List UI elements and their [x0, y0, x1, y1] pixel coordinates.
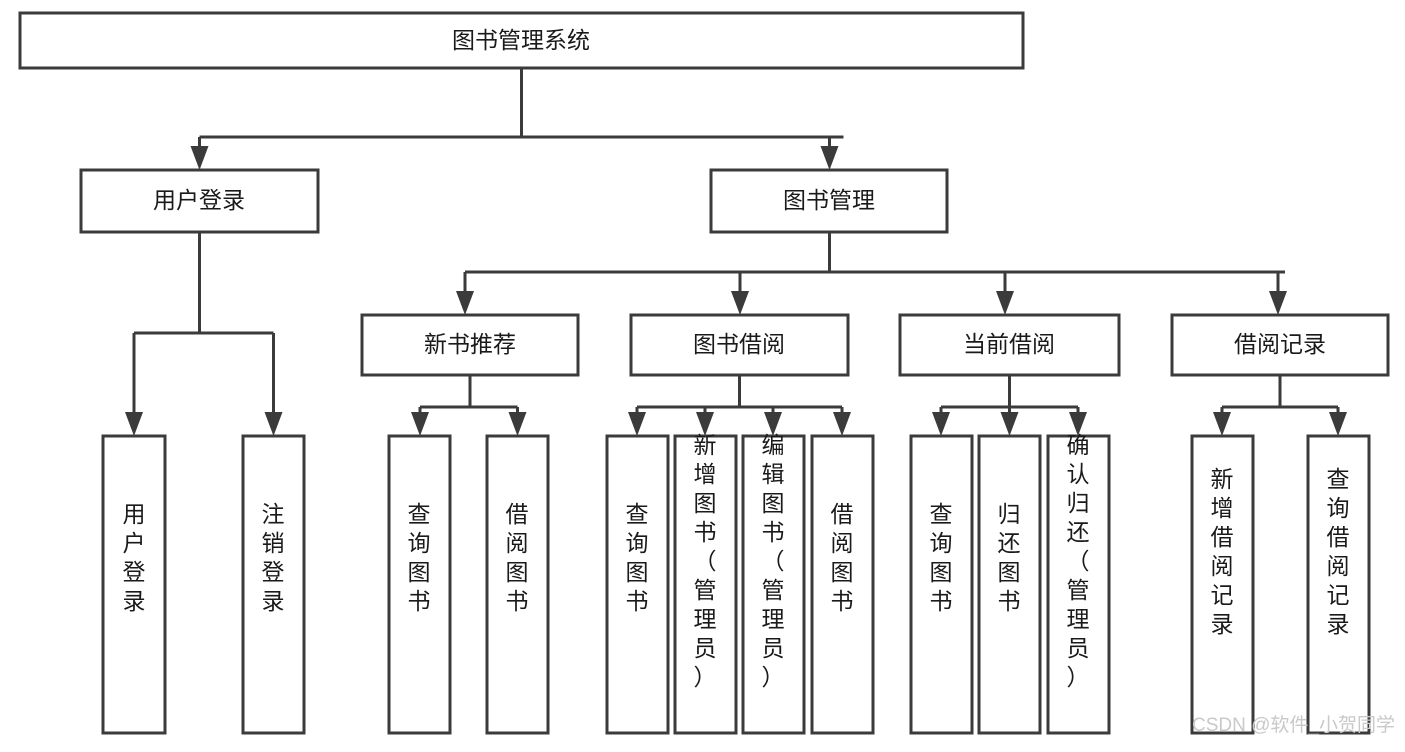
node-leaf12[interactable]: 新增借阅记录: [1190, 434, 1255, 735]
node-label-root: 图书管理系统: [452, 27, 590, 53]
arrow-icon-borrow-leaf-4: [833, 412, 851, 436]
arrow-icon-current-leaf-2: [1000, 412, 1019, 436]
node-label-leaf13: 查询借阅记录: [1327, 466, 1350, 637]
node-label-leaf12: 新增借阅记录: [1211, 466, 1234, 637]
node-label-newbook: 新书推荐: [424, 331, 516, 357]
arrow-icon-bookmgmt-to-current: [996, 291, 1014, 315]
node-label-leaf7: 编辑图书（管理员）: [762, 432, 785, 690]
node-leaf3[interactable]: 查询图书: [387, 434, 452, 735]
node-leaf8[interactable]: 借阅图书: [810, 434, 875, 735]
leaf-node-layer: 用户登录 注销登录 查询图书 借阅图书 查询图书 新增图书（管理员）: [101, 432, 1371, 735]
node-box-leaf7[interactable]: [741, 434, 806, 735]
node-box-newbook[interactable]: [360, 313, 580, 377]
node-newbook[interactable]: 新书推荐: [360, 313, 580, 377]
arrow-icon-newbook-leaf-1: [411, 412, 429, 436]
arrow-icon-root-to-login: [190, 146, 209, 170]
node-label-current: 当前借阅: [963, 331, 1055, 357]
node-label-leaf11: 确认归还（管理员）: [1067, 432, 1090, 690]
arrow-icon-records-leaf-1: [1213, 412, 1231, 436]
node-borrow[interactable]: 图书借阅: [629, 313, 850, 377]
arrow-icon-login-leaf-1: [125, 412, 143, 436]
node-label-records: 借阅记录: [1234, 331, 1326, 357]
arrow-icon-current-leaf-1: [932, 412, 950, 436]
node-label-leaf4: 借阅图书: [506, 501, 529, 614]
connector-layer: [125, 68, 1347, 436]
node-leaf5[interactable]: 查询图书: [605, 434, 670, 735]
node-label-bookmgmt: 图书管理: [783, 187, 875, 213]
node-box-leaf11[interactable]: [1046, 434, 1111, 735]
node-box-leaf10[interactable]: [977, 434, 1042, 735]
node-box-bookmgmt[interactable]: [709, 168, 949, 234]
node-bookmgmt[interactable]: 图书管理: [709, 168, 949, 234]
node-leaf4[interactable]: 借阅图书: [485, 434, 550, 735]
node-leaf1[interactable]: 用户登录: [101, 434, 167, 735]
node-label-leaf1: 用户登录: [123, 501, 146, 614]
node-current[interactable]: 当前借阅: [898, 313, 1121, 377]
node-box-current[interactable]: [898, 313, 1121, 377]
arrow-icon-bookmgmt-to-newbook: [456, 291, 474, 315]
node-records[interactable]: 借阅记录: [1170, 313, 1390, 377]
node-leaf6[interactable]: 新增图书（管理员）: [673, 432, 738, 735]
node-box-leaf5[interactable]: [605, 434, 670, 735]
node-login[interactable]: 用户登录: [79, 168, 320, 234]
watermark-label: CSDN @软件_小贺同学: [1192, 714, 1395, 736]
node-leaf2[interactable]: 注销登录: [241, 434, 306, 735]
node-label-leaf3: 查询图书: [408, 501, 431, 614]
node-box-leaf1[interactable]: [101, 434, 167, 735]
node-box-leaf3[interactable]: [387, 434, 452, 735]
arrow-icon-bookmgmt-to-borrow: [731, 291, 749, 315]
node-box-leaf8[interactable]: [810, 434, 875, 735]
arrow-icon-login-leaf-2: [264, 412, 283, 436]
node-leaf10[interactable]: 归还图书: [977, 434, 1042, 735]
arrow-icon-newbook-leaf-2: [508, 412, 527, 436]
node-box-records[interactable]: [1170, 313, 1390, 377]
arrow-icon-records-leaf-2: [1329, 412, 1347, 436]
node-label-leaf8: 借阅图书: [831, 501, 854, 614]
node-label-leaf6: 新增图书（管理员）: [694, 432, 717, 690]
node-root[interactable]: 图书管理系统: [18, 11, 1025, 70]
node-box-leaf12[interactable]: [1190, 434, 1255, 735]
node-label-borrow: 图书借阅: [693, 331, 785, 357]
arrow-icon-bookmgmt-to-records: [1269, 291, 1287, 315]
node-box-leaf4[interactable]: [485, 434, 550, 735]
node-leaf11[interactable]: 确认归还（管理员）: [1046, 432, 1111, 735]
node-box-leaf9[interactable]: [909, 434, 974, 735]
node-box-leaf2[interactable]: [241, 434, 306, 735]
arrow-icon-root-to-bookmgmt: [820, 146, 839, 170]
arrow-icon-borrow-leaf-1: [628, 412, 646, 436]
node-label-leaf10: 归还图书: [998, 501, 1021, 614]
node-label-login: 用户登录: [153, 187, 245, 213]
node-label-leaf9: 查询图书: [930, 501, 953, 614]
node-leaf7[interactable]: 编辑图书（管理员）: [741, 432, 806, 735]
node-box-leaf13[interactable]: [1306, 434, 1371, 735]
node-box-login[interactable]: [79, 168, 320, 234]
node-leaf9[interactable]: 查询图书: [909, 434, 974, 735]
node-box-root[interactable]: [18, 11, 1025, 70]
node-box-borrow[interactable]: [629, 313, 850, 377]
node-label-leaf2: 注销登录: [262, 501, 285, 614]
node-leaf13[interactable]: 查询借阅记录: [1306, 434, 1371, 735]
node-label-leaf5: 查询图书: [626, 501, 649, 614]
node-box-leaf6[interactable]: [673, 434, 738, 735]
